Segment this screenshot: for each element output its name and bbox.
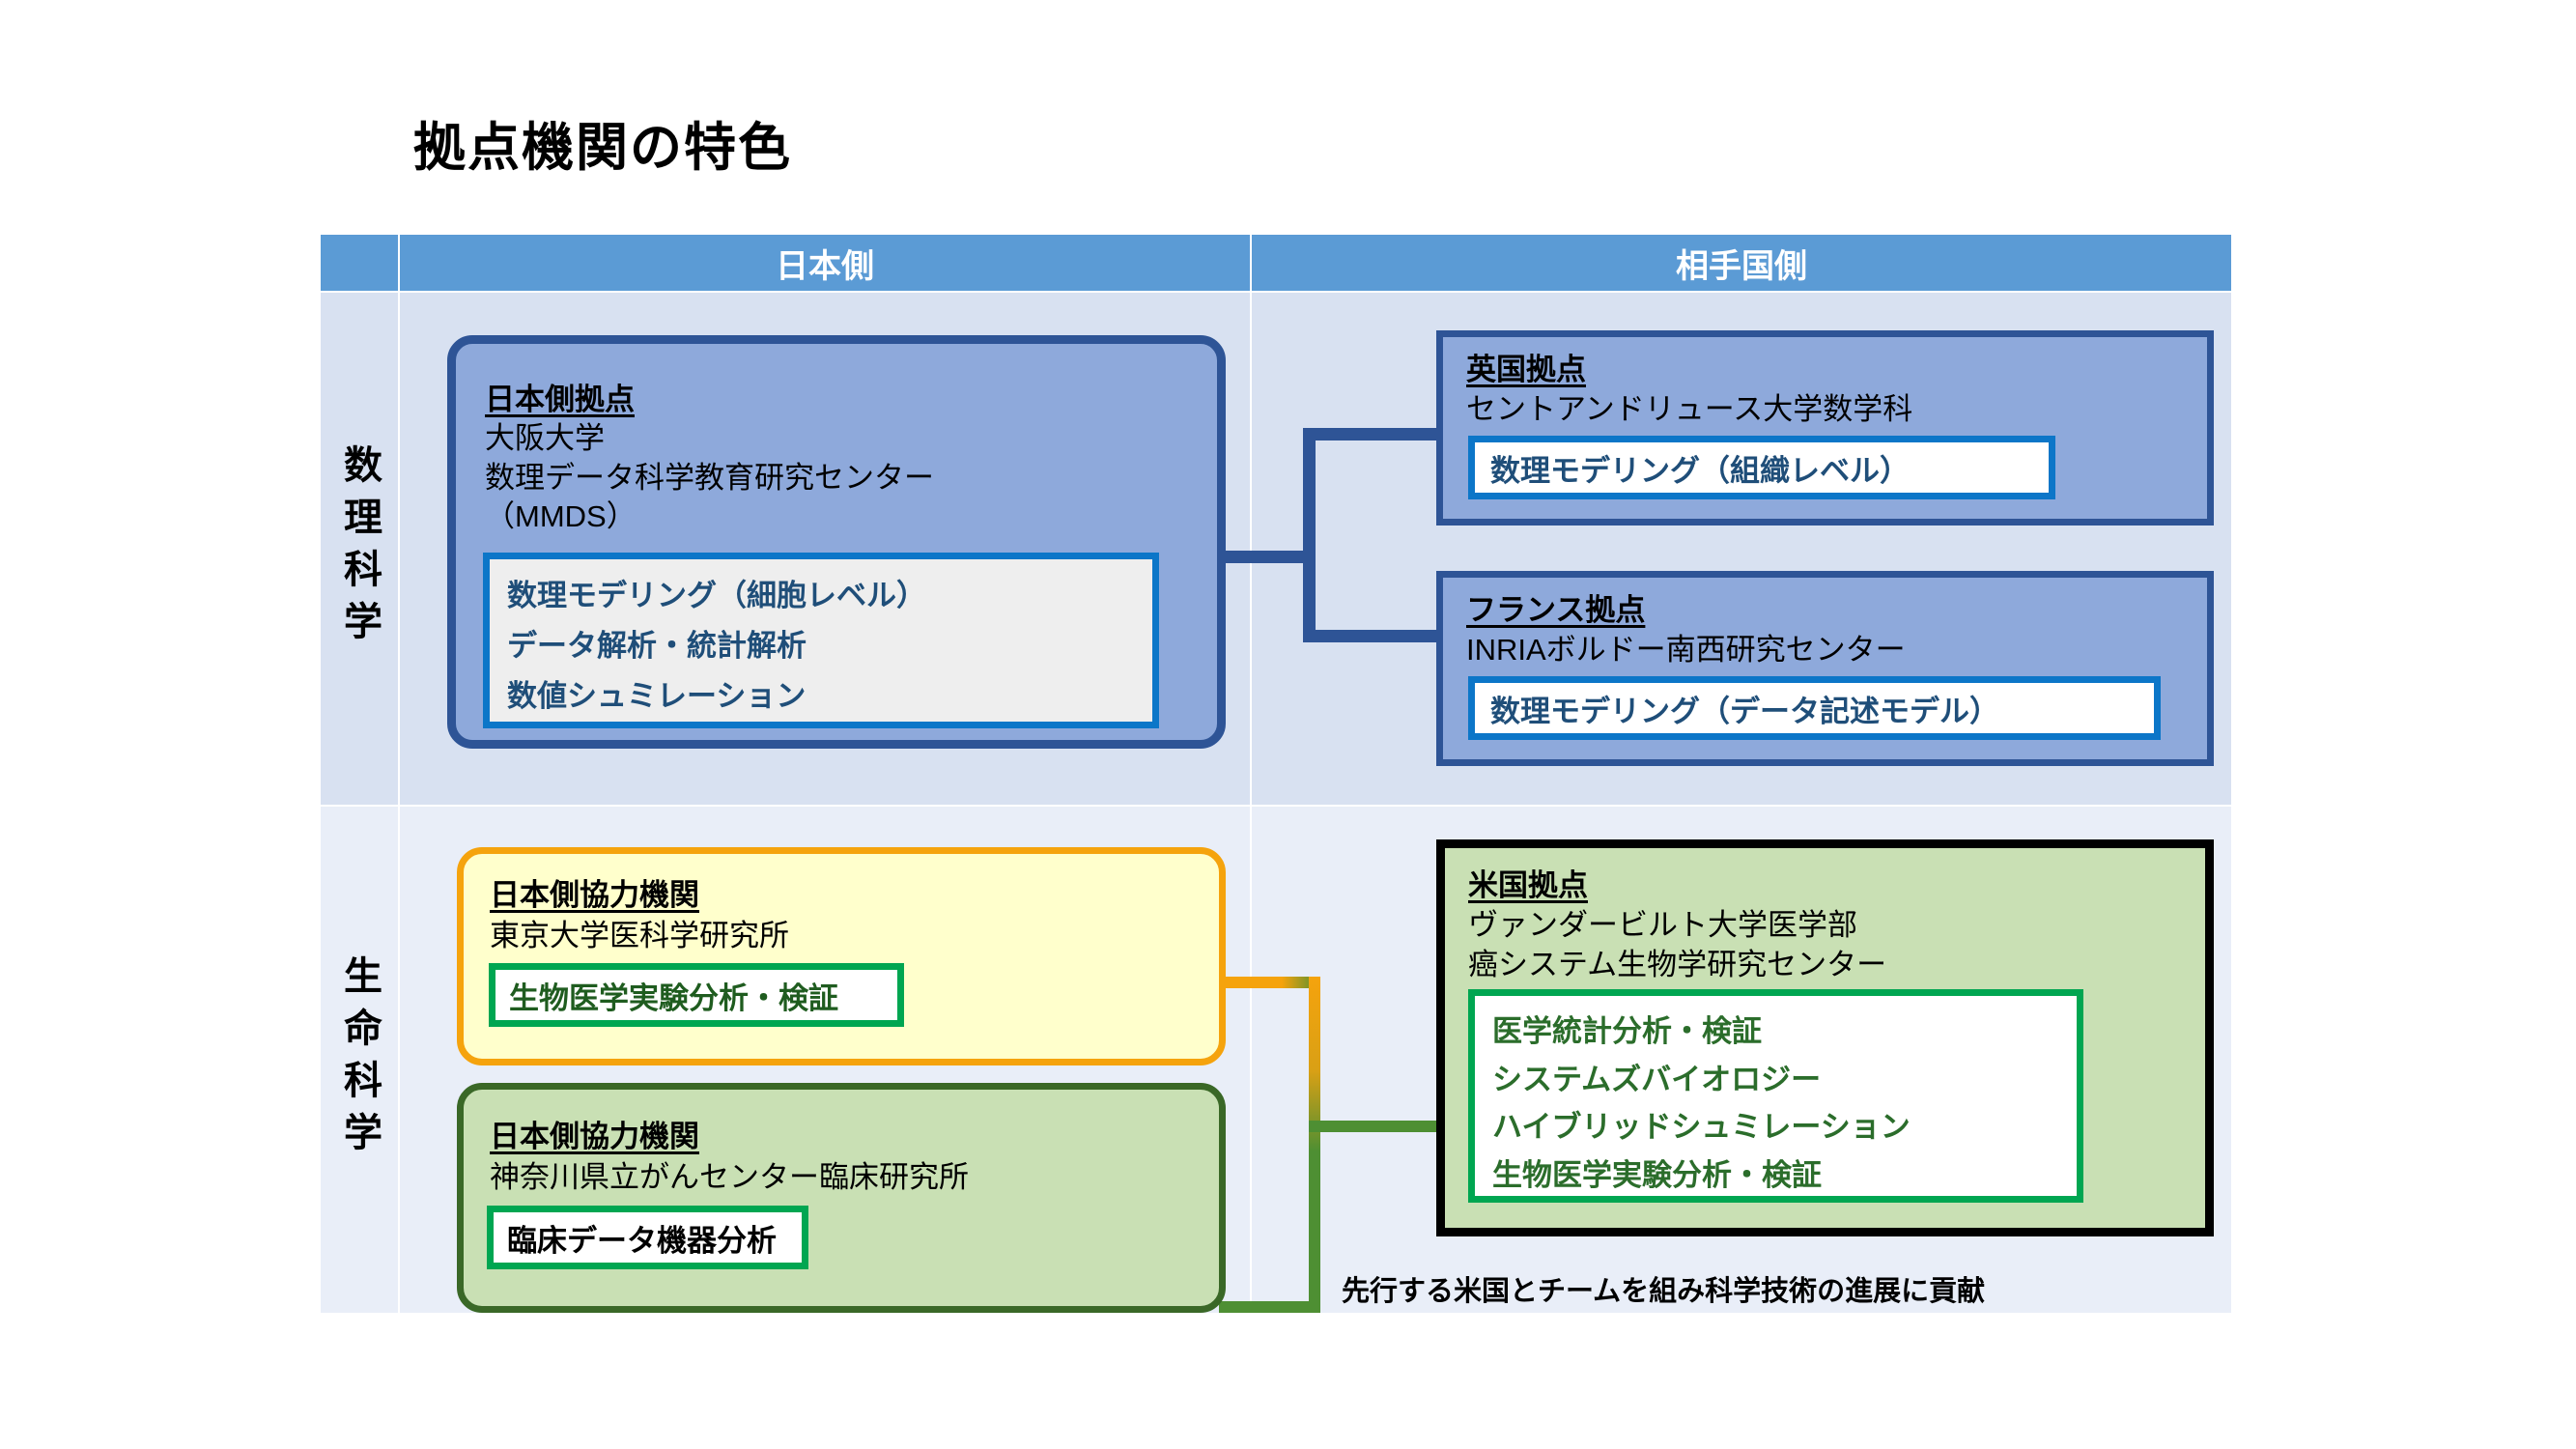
row-label-life-science: 生命科学 xyxy=(321,807,398,1313)
box-kanagawa-capabilities: 臨床データ機器分析 xyxy=(487,1206,808,1269)
box-uk-capabilities: 数理モデリング（組織レベル） xyxy=(1468,436,2055,499)
capability-item: 臨床データ機器分析 xyxy=(507,1223,777,1258)
box-heading: 日本側拠点 xyxy=(485,383,635,416)
connector-kanagawa-to-branch xyxy=(1219,1301,1320,1313)
capability-item: ハイブリッドシュミレーション xyxy=(1492,1110,1911,1145)
box-uk-hub[interactable]: 英国拠点 セントアンドリュース大学数学科 数理モデリング（組織レベル） xyxy=(1436,330,2214,526)
box-usa-hub[interactable]: 米国拠点 ヴァンダービルト大学医学部 癌システム生物学研究センター 医学統計分析… xyxy=(1436,839,2214,1236)
connector-todai-to-branch xyxy=(1219,977,1320,988)
box-line: 東京大学医科学研究所 xyxy=(490,918,789,952)
box-france-text: フランス拠点 INRIAボルドー南西研究センター xyxy=(1466,591,1906,670)
box-heading: 日本側協力機関 xyxy=(490,1120,699,1153)
capability-item: 生物医学実験分析・検証 xyxy=(1492,1157,1822,1192)
box-heading: フランス拠点 xyxy=(1466,593,1646,627)
capability-item: 数理モデリング（細胞レベル） xyxy=(507,579,926,612)
box-todai-capabilities: 生物医学実験分析・検証 xyxy=(489,963,904,1027)
box-france-capabilities: 数理モデリング（データ記述モデル） xyxy=(1468,676,2161,740)
page-title: 拠点機関の特色 xyxy=(413,119,792,177)
box-line: 大阪大学 xyxy=(485,421,605,456)
box-todai-text: 日本側協力機関 東京大学医科学研究所 xyxy=(490,875,789,956)
box-line: 神奈川県立がんセンター臨床研究所 xyxy=(490,1159,969,1194)
table-header-japan: 日本側 xyxy=(400,235,1250,291)
connector-branch-to-usa xyxy=(1309,1121,1444,1132)
box-japan-partner-kanagawa[interactable]: 日本側協力機関 神奈川県立がんセンター臨床研究所 臨床データ機器分析 xyxy=(457,1083,1226,1313)
box-japan-hub-mmds[interactable]: 日本側拠点 大阪大学 数理データ科学教育研究センター （MMDS） 数理モデリン… xyxy=(447,335,1226,749)
connector-branch-to-france xyxy=(1303,630,1443,642)
table-header-corner xyxy=(321,235,398,291)
usa-caption: 先行する米国とチームを組み科学技術の進展に貢献 xyxy=(1342,1276,1986,1307)
capability-item: 生物医学実験分析・検証 xyxy=(509,980,838,1015)
row-label-text: 生命科学 xyxy=(338,955,381,1164)
box-japan-hub-capabilities: 数理モデリング（細胞レベル） データ解析・統計解析 数値シュミレーション xyxy=(483,553,1159,728)
box-line: セントアンドリュース大学数学科 xyxy=(1466,391,1913,426)
box-line: INRIAボルドー南西研究センター xyxy=(1466,632,1906,667)
box-line: ヴァンダービルト大学医学部 xyxy=(1468,908,1857,943)
capability-item: 数理モデリング（組織レベル） xyxy=(1490,453,1910,488)
table-header-partner-country: 相手国側 xyxy=(1252,235,2231,291)
connector-branch-to-uk xyxy=(1303,428,1443,440)
capability-item: 医学統計分析・検証 xyxy=(1492,1014,1762,1048)
box-line: 数理データ科学教育研究センター xyxy=(485,460,934,495)
box-usa-text: 米国拠点 ヴァンダービルト大学医学部 癌システム生物学研究センター xyxy=(1468,866,1886,985)
capability-item: 数理モデリング（データ記述モデル） xyxy=(1490,694,1999,728)
box-line: （MMDS） xyxy=(485,498,637,533)
box-uk-text: 英国拠点 セントアンドリュース大学数学科 xyxy=(1466,351,1912,430)
box-heading: 米国拠点 xyxy=(1468,868,1588,902)
box-japan-hub-text: 日本側拠点 大阪大学 数理データ科学教育研究センター （MMDS） xyxy=(485,381,934,536)
capability-item: データ解析・統計解析 xyxy=(507,628,807,663)
box-france-hub[interactable]: フランス拠点 INRIAボルドー南西研究センター 数理モデリング（データ記述モデ… xyxy=(1436,571,2214,766)
box-heading: 英国拠点 xyxy=(1466,353,1586,386)
connector-japan-to-branch xyxy=(1219,551,1316,563)
capability-item: 数値シュミレーション xyxy=(507,678,807,713)
connector-vertical-riser-life xyxy=(1309,977,1320,1313)
box-usa-capabilities: 医学統計分析・検証 システムズバイオロジー ハイブリッドシュミレーション 生物医… xyxy=(1468,989,2083,1203)
box-heading: 日本側協力機関 xyxy=(490,878,699,912)
box-kanagawa-text: 日本側協力機関 神奈川県立がんセンター臨床研究所 xyxy=(490,1117,969,1198)
box-line: 癌システム生物学研究センター xyxy=(1468,948,1887,982)
connector-vertical-riser xyxy=(1303,428,1316,642)
row-label-mathematical-science: 数理科学 xyxy=(321,293,398,805)
row-label-text: 数理科学 xyxy=(338,444,381,653)
box-japan-partner-todai[interactable]: 日本側協力機関 東京大学医科学研究所 生物医学実験分析・検証 xyxy=(457,847,1226,1065)
capability-item: システムズバイオロジー xyxy=(1492,1062,1822,1096)
